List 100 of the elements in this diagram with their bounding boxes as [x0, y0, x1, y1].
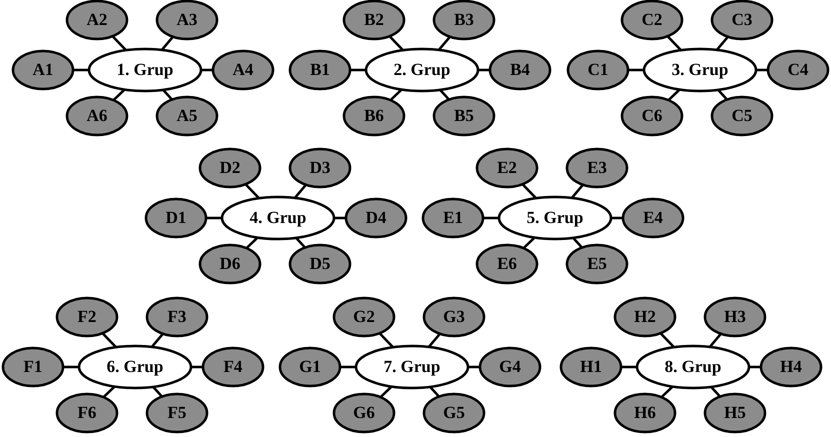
- connector-line: [102, 386, 116, 398]
- node-label: 1. Grup: [116, 60, 174, 80]
- connector-line: [572, 237, 583, 248]
- connector-line: [611, 216, 623, 220]
- connector-line: [439, 89, 450, 100]
- node-label: 5. Grup: [526, 208, 584, 228]
- node-label: F3: [168, 307, 186, 327]
- node-label: D5: [310, 254, 330, 274]
- node-label: B6: [364, 106, 384, 126]
- node-label: B4: [510, 60, 530, 80]
- connector-line: [708, 332, 722, 348]
- node-label: A6: [86, 106, 108, 126]
- connector-line: [388, 35, 404, 52]
- node-label: G2: [353, 307, 375, 327]
- connector-line: [380, 386, 392, 398]
- connector-line: [350, 68, 366, 72]
- connector-line: [621, 366, 637, 368]
- node-label: E3: [587, 158, 607, 178]
- connector-line: [668, 88, 680, 102]
- connector-line: [378, 332, 394, 348]
- node-label: 7. Grup: [384, 357, 440, 377]
- node-label: D3: [310, 158, 330, 178]
- node-label: E1: [443, 208, 463, 228]
- connector-line: [438, 36, 451, 51]
- connector-line: [112, 35, 127, 52]
- connector-line: [428, 332, 441, 348]
- connector-line: [295, 237, 306, 248]
- node-label: H1: [580, 357, 602, 377]
- node-label: A5: [176, 106, 198, 126]
- connector-line: [660, 332, 675, 348]
- node-label: H4: [780, 357, 802, 377]
- connector-line: [660, 386, 674, 398]
- connector-line: [294, 184, 307, 199]
- node-label: D1: [166, 208, 186, 228]
- connector-line: [716, 36, 729, 51]
- node-label: H2: [634, 307, 656, 327]
- node-label: B1: [310, 60, 330, 80]
- connector-line: [390, 88, 402, 102]
- node-label: D4: [366, 208, 386, 228]
- connector-line: [244, 183, 260, 200]
- node-label: G6: [353, 403, 375, 423]
- connector-line: [160, 36, 174, 51]
- node-label: B3: [454, 10, 474, 30]
- node-label: C3: [732, 10, 752, 30]
- connector-line: [340, 366, 356, 368]
- node-label: F6: [78, 403, 96, 423]
- node-label: E4: [643, 208, 663, 228]
- node-label: D2: [220, 158, 240, 178]
- connector-line: [483, 216, 499, 220]
- connector-line: [102, 332, 117, 348]
- node-label: F2: [78, 307, 96, 327]
- node-label: H3: [724, 307, 746, 327]
- node-label: G4: [499, 357, 521, 377]
- connector-line: [628, 68, 644, 72]
- node-label: C1: [588, 60, 608, 80]
- node-label: A1: [32, 60, 54, 80]
- connector-line: [710, 386, 721, 398]
- node-label: F5: [168, 403, 186, 423]
- connector-line: [162, 89, 173, 100]
- connector-line: [206, 216, 222, 220]
- node-label: C2: [642, 10, 662, 30]
- connector-line: [478, 68, 490, 72]
- node-label: H5: [724, 403, 746, 423]
- node-label: B5: [454, 106, 474, 126]
- connector-line: [717, 89, 728, 100]
- connector-line: [152, 386, 163, 398]
- node-label: C6: [642, 106, 662, 126]
- connector-line: [246, 236, 258, 250]
- connector-line: [468, 366, 480, 368]
- node-label: E2: [497, 158, 517, 178]
- connector-line: [112, 88, 126, 102]
- node-label: E5: [587, 254, 607, 274]
- node-label: B2: [364, 10, 384, 30]
- connector-line: [150, 332, 164, 348]
- connector-line: [334, 216, 346, 220]
- node-label: A3: [176, 10, 198, 30]
- node-label: F1: [24, 357, 42, 377]
- node-label: A4: [232, 60, 254, 80]
- connector-line: [73, 68, 89, 72]
- node-label: F4: [224, 357, 242, 377]
- node-label: 6. Grup: [106, 357, 164, 377]
- node-label: C4: [788, 60, 808, 80]
- node-label: A2: [86, 10, 108, 30]
- connector-line: [756, 68, 768, 72]
- node-label: G3: [443, 307, 465, 327]
- connector-line: [201, 68, 213, 72]
- connector-line: [522, 183, 537, 200]
- node-label: C5: [732, 106, 752, 126]
- node-label: H6: [634, 403, 656, 423]
- connector-line: [429, 386, 440, 398]
- node-label: E6: [497, 254, 517, 274]
- connector-line: [666, 35, 682, 52]
- node-label: 8. Grup: [664, 357, 722, 377]
- connector-line: [749, 366, 761, 368]
- connector-line: [570, 184, 584, 199]
- node-label: G1: [299, 357, 321, 377]
- node-label: 2. Grup: [394, 60, 450, 80]
- connector-line: [191, 366, 203, 368]
- node-label: 4. Grup: [250, 208, 306, 228]
- connector-line: [522, 236, 536, 250]
